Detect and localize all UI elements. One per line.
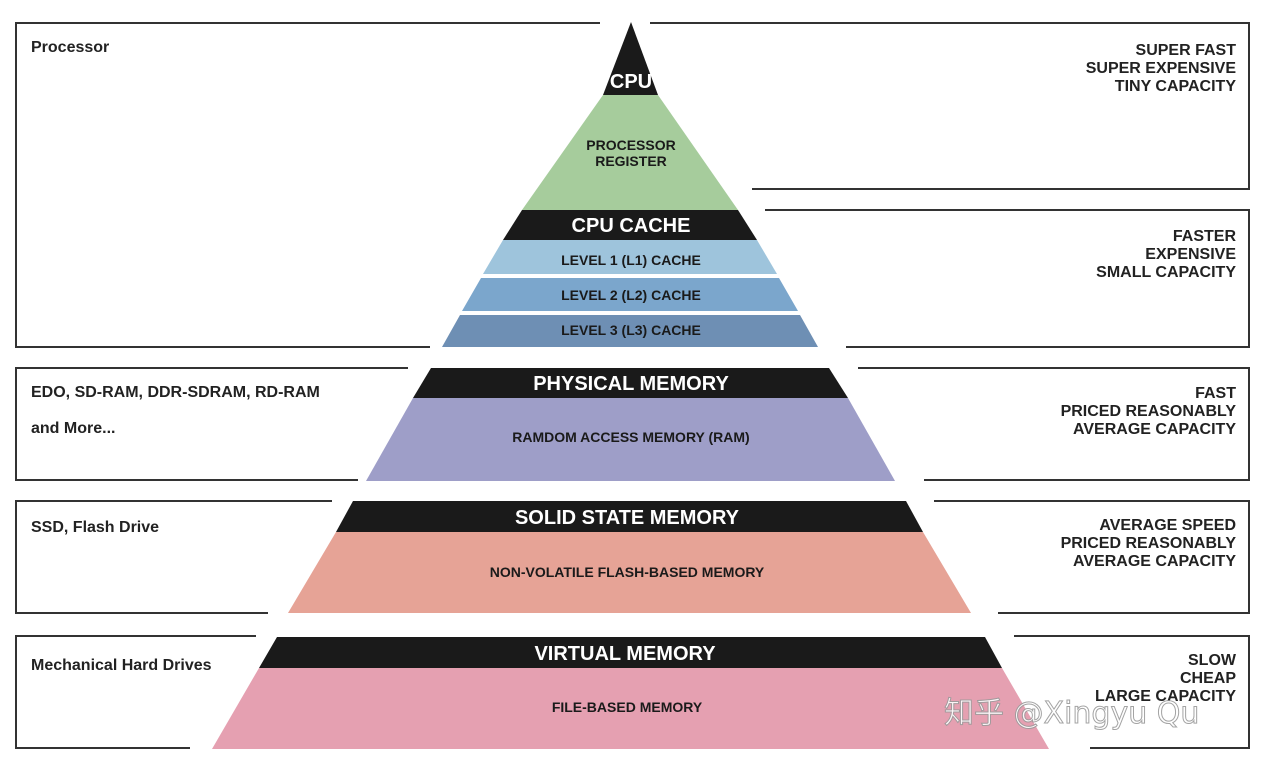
ram-label: RAMDOM ACCESS MEMORY (RAM) (512, 429, 749, 445)
right-label-physical-2: PRICED REASONABLY (1061, 403, 1237, 420)
left-box-physical (15, 367, 408, 481)
right-label-processor-1: SUPER FAST (1136, 42, 1237, 59)
right-label-cache-1: FASTER (1173, 228, 1237, 245)
l2-cache-label: LEVEL 2 (L2) CACHE (561, 287, 701, 303)
right-label-cache-2: EXPENSIVE (1145, 246, 1236, 263)
cpu-cache-heading: CPU CACHE (572, 215, 691, 237)
left-label-physical-line-1: EDO, SD-RAM, DDR-SDRAM, RD-RAM (31, 384, 320, 401)
right-label-physical-3: AVERAGE CAPACITY (1073, 421, 1236, 438)
right-label-virtual-3: LARGE CAPACITY (1095, 688, 1236, 705)
ram-band (366, 398, 895, 481)
right-box-physical (858, 367, 1250, 481)
left-label-physical-line-2: and More... (31, 420, 115, 437)
l3-cache-label: LEVEL 3 (L3) CACHE (561, 322, 701, 338)
right-box-cache (765, 209, 1250, 348)
file-band (212, 668, 1049, 749)
right-label-processor-2: SUPER EXPENSIVE (1086, 60, 1237, 77)
solid-state-heading: SOLID STATE MEMORY (515, 507, 740, 529)
right-box-ssd (934, 500, 1250, 614)
l1-cache-band (483, 240, 777, 274)
cpu-band (603, 22, 658, 95)
right-label-ssd-2: PRICED REASONABLY (1061, 535, 1237, 552)
l1-cache-label: LEVEL 1 (L1) CACHE (561, 252, 701, 268)
cpu-cache-band (503, 210, 757, 240)
right-label-physical-1: FAST (1195, 385, 1236, 402)
left-box-virtual (15, 635, 256, 749)
register-line-1: PROCESSOR (586, 137, 675, 153)
right-label-ssd-3: AVERAGE CAPACITY (1073, 553, 1236, 570)
file-label: FILE-BASED MEMORY (552, 699, 703, 715)
right-label-ssd-1: AVERAGE SPEED (1099, 517, 1236, 534)
left-label-virtual: Mechanical Hard Drives (31, 657, 212, 674)
register-band (522, 95, 738, 210)
solid-state-band (336, 501, 923, 532)
right-label-processor-3: TINY CAPACITY (1115, 78, 1237, 95)
right-label-virtual-1: SLOW (1188, 652, 1237, 669)
register-line-2: REGISTER (595, 153, 667, 169)
virtual-memory-band (259, 637, 1002, 668)
physical-memory-heading: PHYSICAL MEMORY (533, 373, 729, 395)
right-box-processor (650, 22, 1250, 190)
right-box-virtual (1014, 635, 1250, 749)
watermark: 知乎 @Xingyu Qu (944, 696, 1199, 731)
physical-memory-band (413, 368, 848, 398)
right-label-cache-3: SMALL CAPACITY (1096, 264, 1236, 281)
left-label-ssd: SSD, Flash Drive (31, 519, 159, 536)
l2-cache-band (462, 278, 798, 311)
flash-label: NON-VOLATILE FLASH-BASED MEMORY (490, 564, 765, 580)
left-box-processor-cache (15, 22, 600, 348)
l3-cache-band (442, 315, 818, 347)
cpu-heading: CPU (610, 71, 652, 93)
right-label-virtual-2: CHEAP (1180, 670, 1236, 687)
left-label-processor: Processor (31, 39, 109, 56)
flash-band (288, 532, 971, 613)
virtual-memory-heading: VIRTUAL MEMORY (534, 643, 716, 665)
left-box-ssd (15, 500, 332, 614)
